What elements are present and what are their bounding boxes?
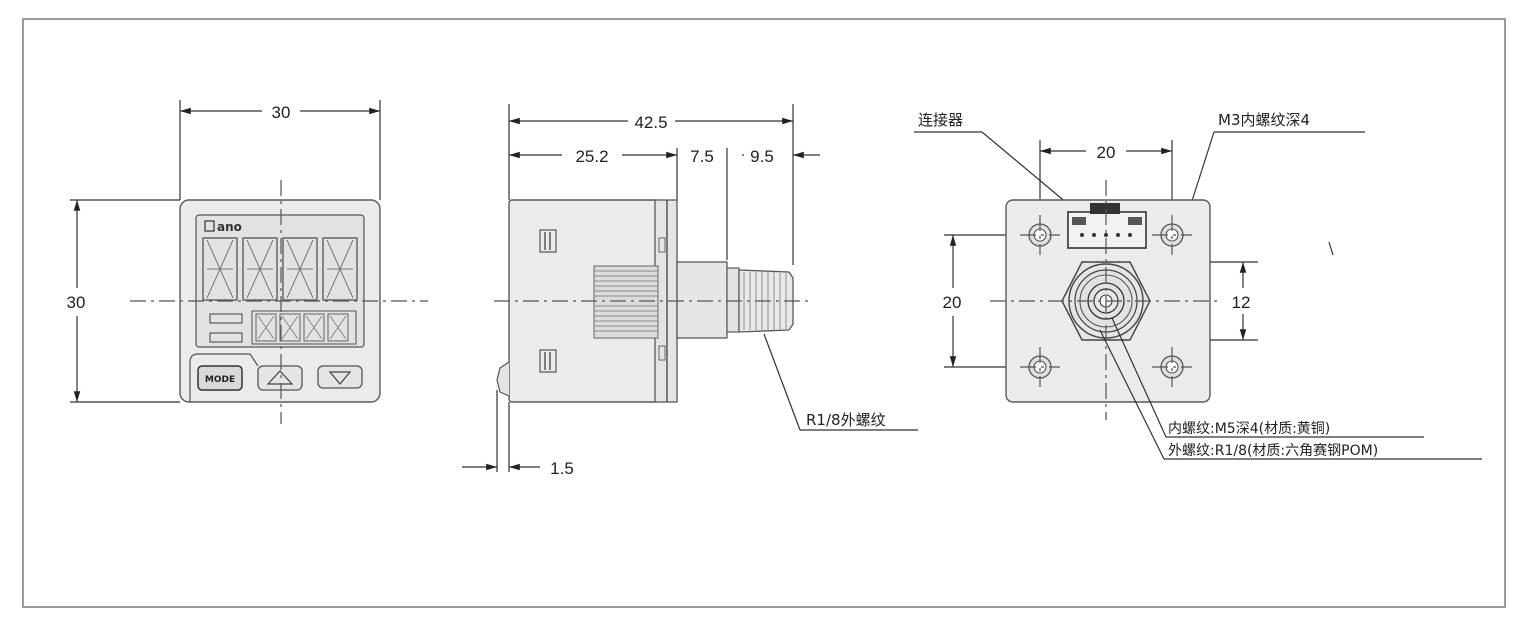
thread-note: R1/8外螺纹 <box>806 411 886 429</box>
front-width-dim: 30 <box>272 103 291 122</box>
neck-length-dim: 7.5 <box>690 147 714 166</box>
mount-hole-label: M3内螺纹深4 <box>1218 111 1310 129</box>
front-height-dim: 30 <box>67 293 86 312</box>
offset-dim: 1.5 <box>550 459 574 478</box>
sub-digits <box>251 310 357 345</box>
connector-label: 连接器 <box>918 111 963 129</box>
grip-ribs <box>593 265 659 339</box>
brand-logo: ano <box>204 220 242 234</box>
thread-length-dim: 9.5 <box>750 147 774 166</box>
inner-thread-note: 内螺纹:M5深4(材质:黄铜) <box>1168 420 1330 437</box>
connector <box>1067 203 1147 249</box>
indicator-led-2 <box>209 332 243 343</box>
main-digits <box>202 237 358 301</box>
mode-button[interactable]: MODE <box>197 365 243 391</box>
down-arrow-icon <box>328 371 352 385</box>
up-button[interactable] <box>257 365 303 391</box>
port-dim: 12 <box>1232 293 1251 312</box>
side-view: 42.5 25.2 7.5 9.5 1.5 <box>462 104 918 478</box>
down-button[interactable] <box>317 365 363 389</box>
indicator-led-1 <box>209 313 243 324</box>
hole-spacing-h-dim: 20 <box>1097 143 1116 162</box>
body-length-dim: 25.2 <box>575 147 608 166</box>
overall-length-dim: 42.5 <box>634 113 667 132</box>
brand-text: ano <box>217 220 242 234</box>
back-view: 连接器 M3内螺纹深4 20 20 12 <box>914 111 1482 460</box>
hole-spacing-v-dim: 20 <box>943 293 962 312</box>
drawing-frame <box>22 18 1506 608</box>
neck <box>676 261 728 339</box>
outer-thread-note: 外螺纹:R1/8(材质:六角赛钢POM) <box>1168 443 1378 459</box>
up-arrow-icon <box>266 370 294 385</box>
mode-button-label: MODE <box>205 375 235 385</box>
front-view: 30 30 ano <box>67 100 428 424</box>
